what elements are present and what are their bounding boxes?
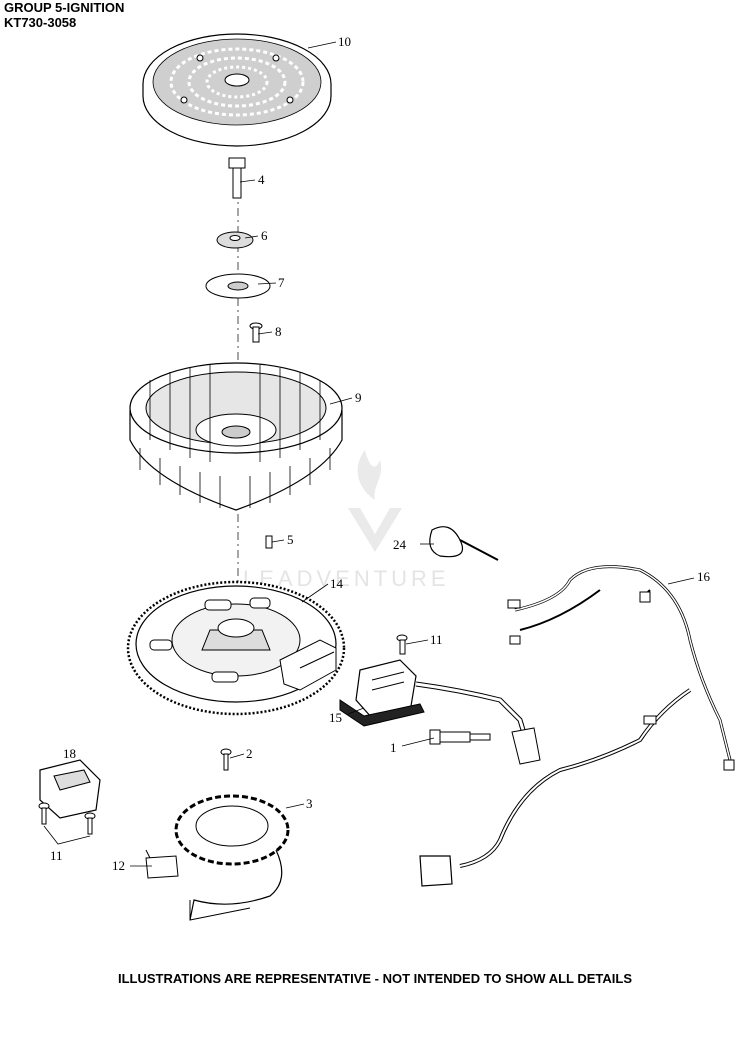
callout-2: 2 bbox=[246, 746, 253, 761]
callout-8: 8 bbox=[275, 324, 282, 339]
callout-14: 14 bbox=[330, 576, 344, 591]
bracket-screws-part bbox=[38, 802, 96, 835]
stator-part bbox=[174, 794, 290, 921]
fan-screen-part bbox=[142, 33, 332, 147]
callout-16: 16 bbox=[697, 569, 711, 584]
small-screw-part bbox=[249, 322, 263, 343]
callout-24: 24 bbox=[393, 537, 407, 552]
callout-5: 5 bbox=[287, 532, 294, 547]
flywheel-screw-part bbox=[228, 157, 246, 199]
callout-11-bracket: 11 bbox=[50, 848, 63, 863]
wire-clip-part bbox=[145, 849, 179, 879]
cooling-fan-part bbox=[129, 362, 343, 511]
callout-12: 12 bbox=[112, 858, 125, 873]
module-bracket-part bbox=[39, 759, 101, 819]
disclaimer-footer: ILLUSTRATIONS ARE REPRESENTATIVE - NOT I… bbox=[118, 971, 632, 986]
stator-screw-part bbox=[220, 748, 232, 771]
callout-10: 10 bbox=[338, 34, 351, 49]
wiring-harness-part bbox=[419, 565, 735, 887]
fan-mounting-plate-part bbox=[205, 273, 271, 299]
callout-11-module: 11 bbox=[430, 632, 443, 647]
callout-leader-lines bbox=[43, 41, 695, 867]
callout-1: 1 bbox=[390, 740, 397, 755]
callout-15: 15 bbox=[329, 710, 342, 725]
flywheel-key-part bbox=[265, 535, 273, 549]
callout-4: 4 bbox=[258, 172, 265, 187]
callout-9: 9 bbox=[355, 390, 362, 405]
callout-7: 7 bbox=[278, 275, 285, 290]
spark-plug-part bbox=[429, 729, 491, 745]
diagram-model-number: KT730-3058 bbox=[4, 15, 77, 30]
callout-3: 3 bbox=[306, 796, 313, 811]
ignition-module-part bbox=[339, 659, 541, 765]
cable-tie-part bbox=[429, 526, 499, 561]
flywheel-part bbox=[126, 580, 346, 716]
washer-part bbox=[216, 231, 254, 249]
callout-6: 6 bbox=[261, 228, 268, 243]
diagram-group-title: GROUP 5-IGNITION bbox=[4, 0, 125, 15]
ignition-module-screw-part bbox=[396, 634, 408, 655]
callout-18: 18 bbox=[63, 746, 76, 761]
